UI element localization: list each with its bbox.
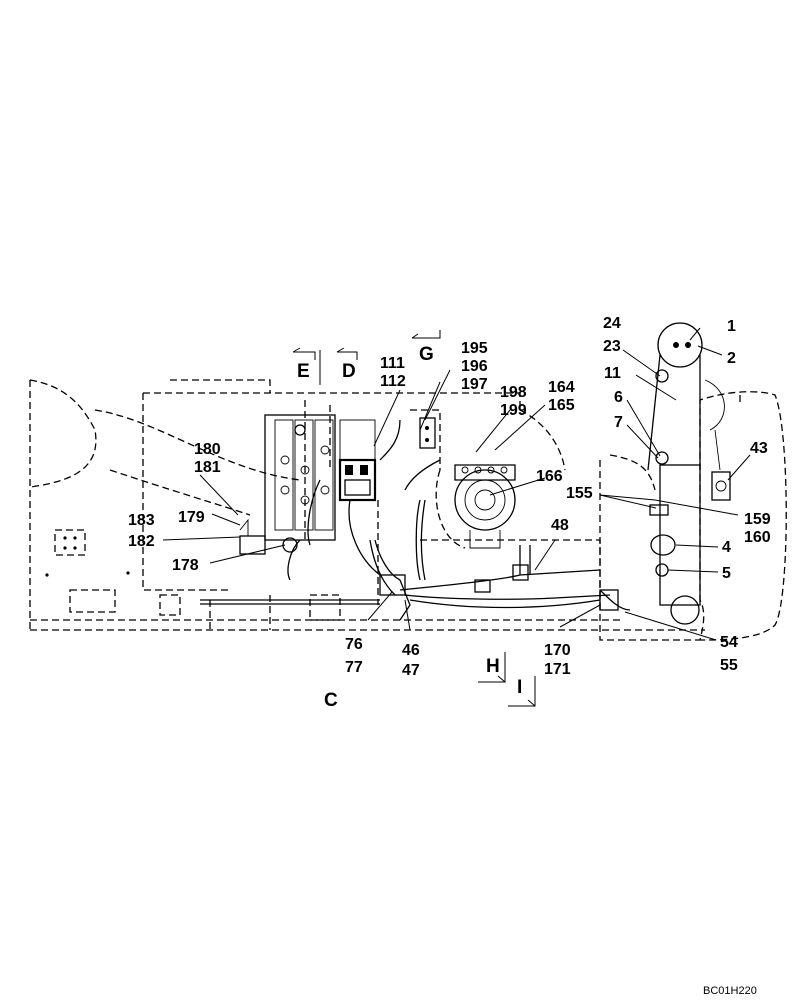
- callout-43: 43: [750, 440, 768, 457]
- view-label-d: D: [342, 361, 356, 382]
- callout-2: 2: [727, 350, 736, 367]
- callout-182: 182: [128, 533, 155, 550]
- callout-6: 6: [614, 389, 623, 406]
- callout-171: 171: [544, 661, 571, 678]
- main-pump: [435, 464, 516, 549]
- callout-183: 183: [128, 512, 155, 529]
- callout-160: 160: [744, 529, 771, 546]
- view-letters: E D G H I C: [297, 344, 522, 711]
- callout-196: 196: [461, 358, 488, 375]
- pilot-filter: [410, 409, 441, 470]
- callout-47: 47: [402, 662, 420, 679]
- callout-198: 198: [500, 384, 527, 401]
- view-markers: [292, 330, 536, 707]
- callout-7: 7: [614, 414, 623, 431]
- callout-178: 178: [172, 557, 199, 574]
- callout-55: 55: [720, 657, 738, 674]
- view-label-c: C: [324, 690, 338, 711]
- frame-dots: [45, 536, 130, 577]
- callout-4: 4: [722, 539, 731, 556]
- callout-197: 197: [461, 376, 488, 393]
- callout-23: 23: [603, 338, 621, 355]
- callout-labels: 1 2 24 23 11 6 7 43 155 159 160 4 5 54 5…: [128, 315, 771, 679]
- solenoid-block: [338, 458, 377, 502]
- callout-166: 166: [536, 468, 563, 485]
- view-label-g: G: [419, 344, 434, 365]
- callout-155: 155: [566, 485, 593, 502]
- view-label-e: E: [297, 361, 310, 382]
- callout-112: 112: [380, 373, 406, 390]
- callout-164: 164: [548, 379, 575, 396]
- callout-179: 179: [178, 509, 205, 526]
- callout-11: 11: [604, 365, 621, 382]
- callout-76: 76: [345, 636, 363, 653]
- callout-159: 159: [744, 511, 771, 528]
- callout-46: 46: [402, 642, 420, 659]
- callout-165: 165: [548, 397, 575, 414]
- callout-180: 180: [194, 441, 221, 458]
- callout-195: 195: [461, 340, 488, 357]
- hoses: [200, 419, 631, 621]
- machine-frame: [29, 379, 787, 641]
- callout-181: 181: [194, 459, 221, 476]
- callout-77: 77: [345, 659, 363, 676]
- drawing-code: BC01H220: [703, 985, 757, 997]
- view-label-i: I: [517, 677, 522, 698]
- callout-1: 1: [727, 318, 736, 335]
- boom-cylinder: [647, 322, 731, 625]
- callout-54: 54: [720, 634, 738, 651]
- callout-48: 48: [551, 517, 569, 534]
- callout-5: 5: [722, 565, 731, 582]
- view-label-h: H: [486, 656, 500, 677]
- callout-199: 199: [500, 402, 527, 419]
- callout-111: 111: [380, 355, 405, 372]
- leader-lines: [162, 327, 751, 641]
- callout-170: 170: [544, 642, 571, 659]
- callout-24: 24: [603, 315, 621, 332]
